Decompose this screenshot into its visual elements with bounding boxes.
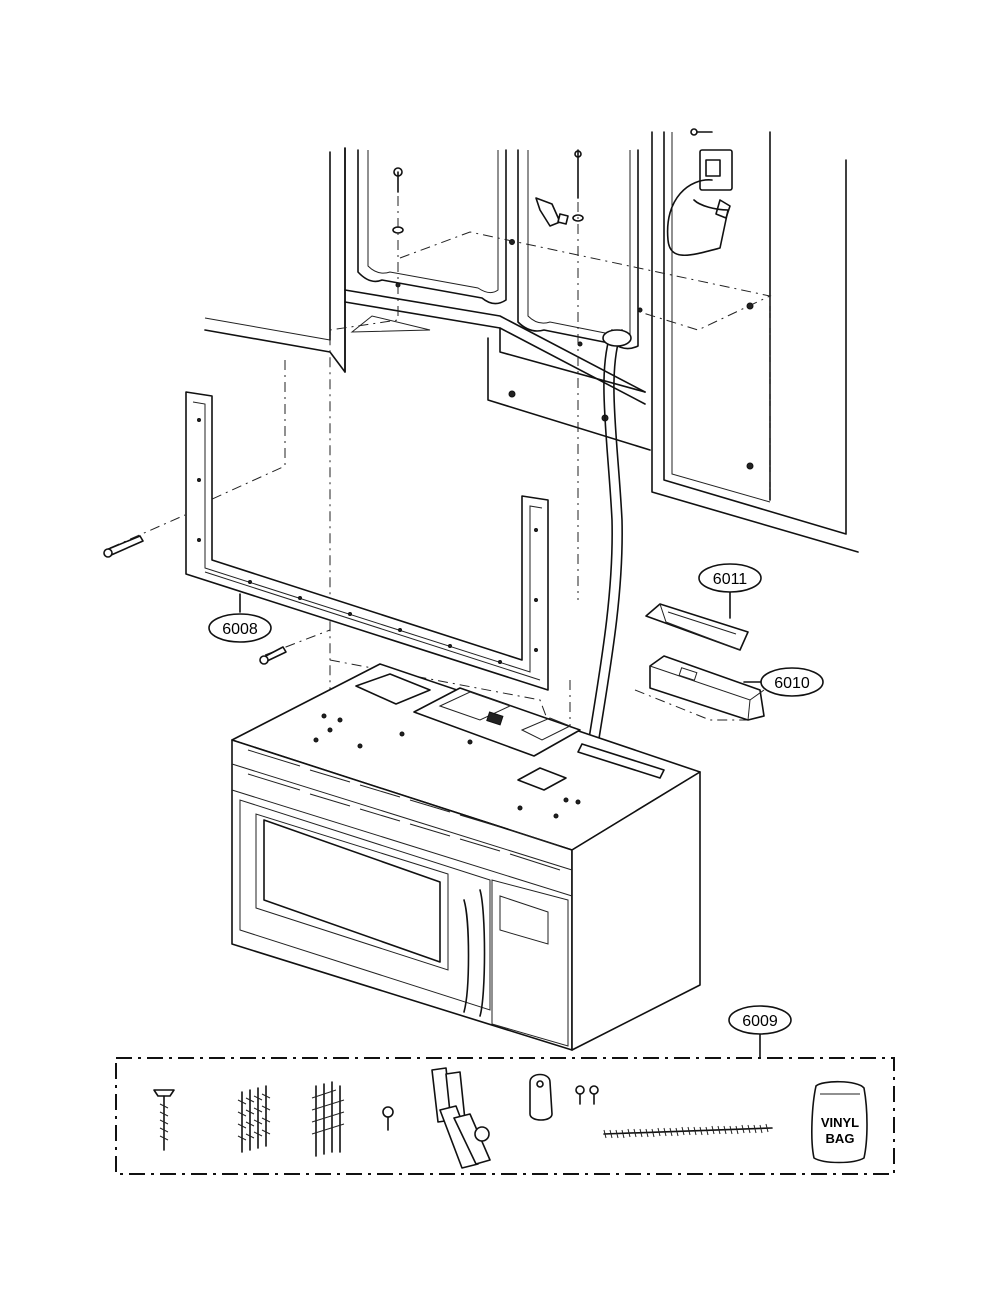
upper-cabinet bbox=[204, 128, 859, 553]
damper-6011 bbox=[645, 603, 749, 651]
mounting-plate-6008 bbox=[103, 391, 549, 691]
callout-6009-label: 6009 bbox=[742, 1013, 778, 1030]
callout-6010-label: 6010 bbox=[774, 675, 810, 692]
spring bbox=[603, 1127, 773, 1135]
hardware-kit-6009: VINYL BAG bbox=[115, 1033, 895, 1175]
vinyl-bag-label-line2: BAG bbox=[826, 1131, 855, 1146]
callout-6010: 6010 bbox=[743, 667, 824, 697]
vinyl-bag-label-line1: VINYL bbox=[821, 1115, 859, 1130]
callout-6011-label: 6011 bbox=[713, 571, 748, 588]
duct-adapter-6010 bbox=[649, 655, 765, 721]
callout-6011: 6011 bbox=[698, 563, 762, 619]
power-cord bbox=[583, 329, 613, 771]
callout-6008: 6008 bbox=[208, 593, 272, 643]
callout-6008-label: 6008 bbox=[222, 621, 258, 638]
top-screws bbox=[392, 149, 584, 234]
callout-6009: 6009 bbox=[728, 1005, 792, 1035]
vinyl-bag bbox=[811, 1080, 868, 1164]
microwave-oven bbox=[231, 663, 701, 1051]
